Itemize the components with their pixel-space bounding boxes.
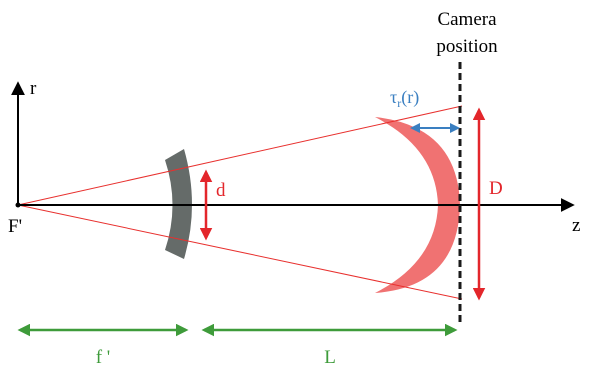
- focal-point-label: F': [8, 216, 22, 237]
- focal-length-label: f ': [96, 347, 111, 365]
- tau-label: τr(r): [390, 87, 419, 110]
- tau-subscript: r: [397, 96, 401, 110]
- z-axis-label: z: [572, 215, 580, 236]
- lens-aperture-label: d: [216, 180, 226, 201]
- ray-lower: [17, 204, 463, 300]
- camera-label-line2: position: [436, 36, 498, 57]
- camera-label-line1: Camera: [437, 9, 497, 30]
- mirror-shape: [375, 117, 460, 293]
- ray-upper: [17, 105, 463, 206]
- focal-point-dot: [15, 202, 21, 208]
- mirror-diameter-label: D: [489, 178, 503, 199]
- r-axis-label: r: [30, 78, 37, 99]
- tau-symbol: τ: [390, 87, 397, 107]
- tau-argument: (r): [401, 87, 419, 108]
- distance-label: L: [324, 347, 336, 365]
